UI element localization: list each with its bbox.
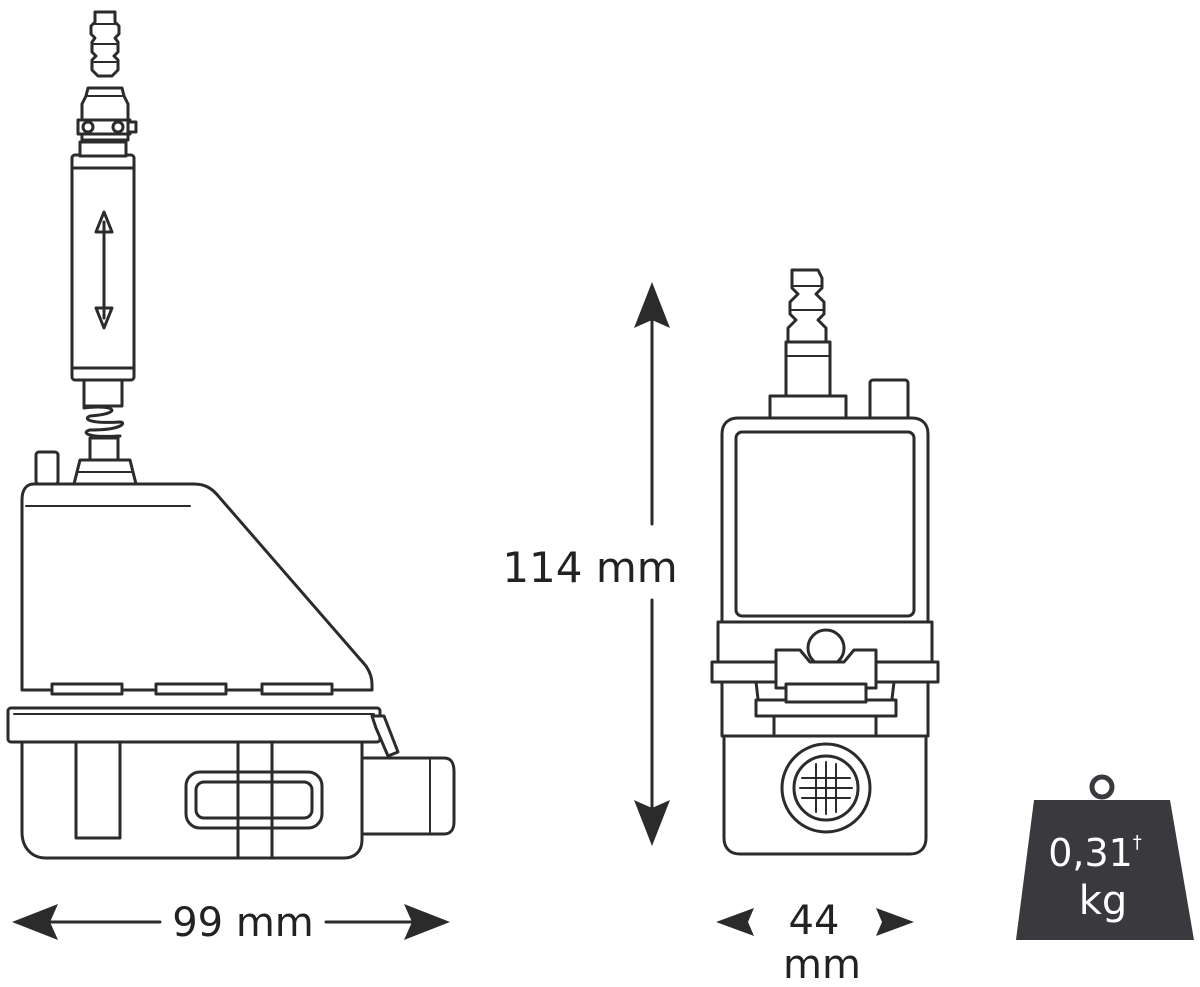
depth-dimension: 44 mm [716,898,914,987]
pump-side-view [6,10,456,860]
weight-value: 0,31† [1048,831,1142,875]
height-label: 114 mm [502,543,677,592]
width-label: 99 mm [172,900,314,946]
weight-mark: † [1133,832,1142,853]
weight-unit: kg [1079,878,1128,924]
double-arrow-icon [94,210,114,330]
depth-value: 44 [789,898,840,944]
outlet-mesh [799,761,853,815]
width-dimension: 99 mm [12,900,450,946]
weight-icon: 0,31† kg [1016,774,1194,940]
depth-unit: mm [783,942,861,987]
height-dimension: 114 mm [502,282,678,846]
pump-front-view [710,268,940,856]
